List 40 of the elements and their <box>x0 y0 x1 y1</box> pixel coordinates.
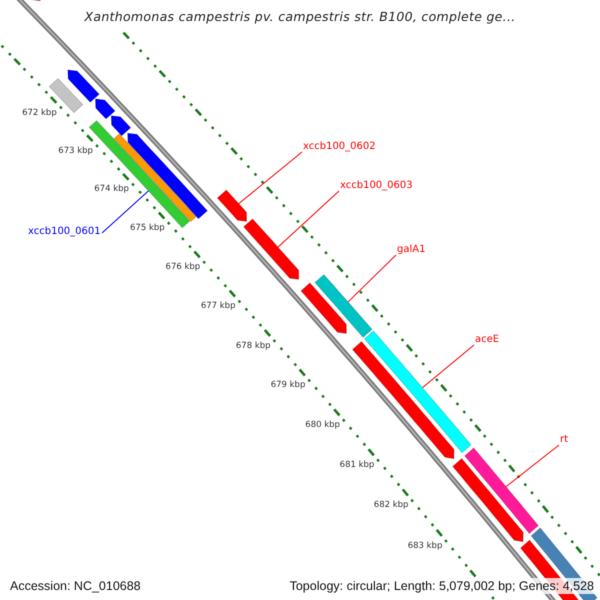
gene-segment <box>216 189 248 222</box>
gene-label: xccb100_0602 <box>303 141 376 153</box>
leader-line <box>278 190 340 248</box>
gene-segment <box>127 132 208 220</box>
gene-bar <box>364 330 472 454</box>
gene-segment <box>452 458 524 542</box>
gene-bar <box>464 447 539 534</box>
scale-label: 682 kbp <box>374 500 408 510</box>
gene-label: galA1 <box>397 244 426 256</box>
title: Xanthomonas campestris pv. campestris str. B100, complete ge... <box>84 9 516 24</box>
scale-label: 680 kbp <box>305 420 340 430</box>
gene-segment <box>300 282 347 334</box>
scale-label: 677 kbp <box>200 301 236 312</box>
gene-label: rt <box>560 434 568 446</box>
gene-segment <box>243 218 300 280</box>
gene-segment <box>67 69 100 103</box>
gene-label: xccb100_0601 <box>28 226 101 238</box>
scale-label: 673 kbp <box>58 146 93 156</box>
scale-label: 674 kbp <box>94 184 129 194</box>
leader-line <box>238 152 302 204</box>
gene-segment <box>94 98 116 120</box>
leader-line <box>422 344 474 388</box>
scale-label: 683 kbp <box>408 540 442 550</box>
accession-text: Accession: NC_010688 <box>8 578 143 594</box>
gene-segment <box>352 340 454 460</box>
scale-label: 676 kbp <box>166 262 200 272</box>
scale-label: 675 kbp <box>130 223 165 234</box>
gene-label: xccb100_0603 <box>340 180 413 192</box>
leader-line <box>102 190 149 234</box>
scale-label: 672 kbp <box>22 108 57 118</box>
gene-bar <box>314 274 373 338</box>
gene-bar <box>114 133 197 222</box>
leader-line <box>348 254 396 302</box>
scale-label: 681 kbp <box>340 460 374 470</box>
scale-label: 679 kbp <box>270 380 306 390</box>
genome-summary-text: Topology: circular; Length: 5,079,002 bp; Genes: 4,528 <box>288 578 596 594</box>
leader-line <box>506 444 560 488</box>
gene-segment <box>110 115 132 136</box>
scale-label: 678 kbp <box>236 340 271 351</box>
gene-label: aceE <box>475 334 500 346</box>
